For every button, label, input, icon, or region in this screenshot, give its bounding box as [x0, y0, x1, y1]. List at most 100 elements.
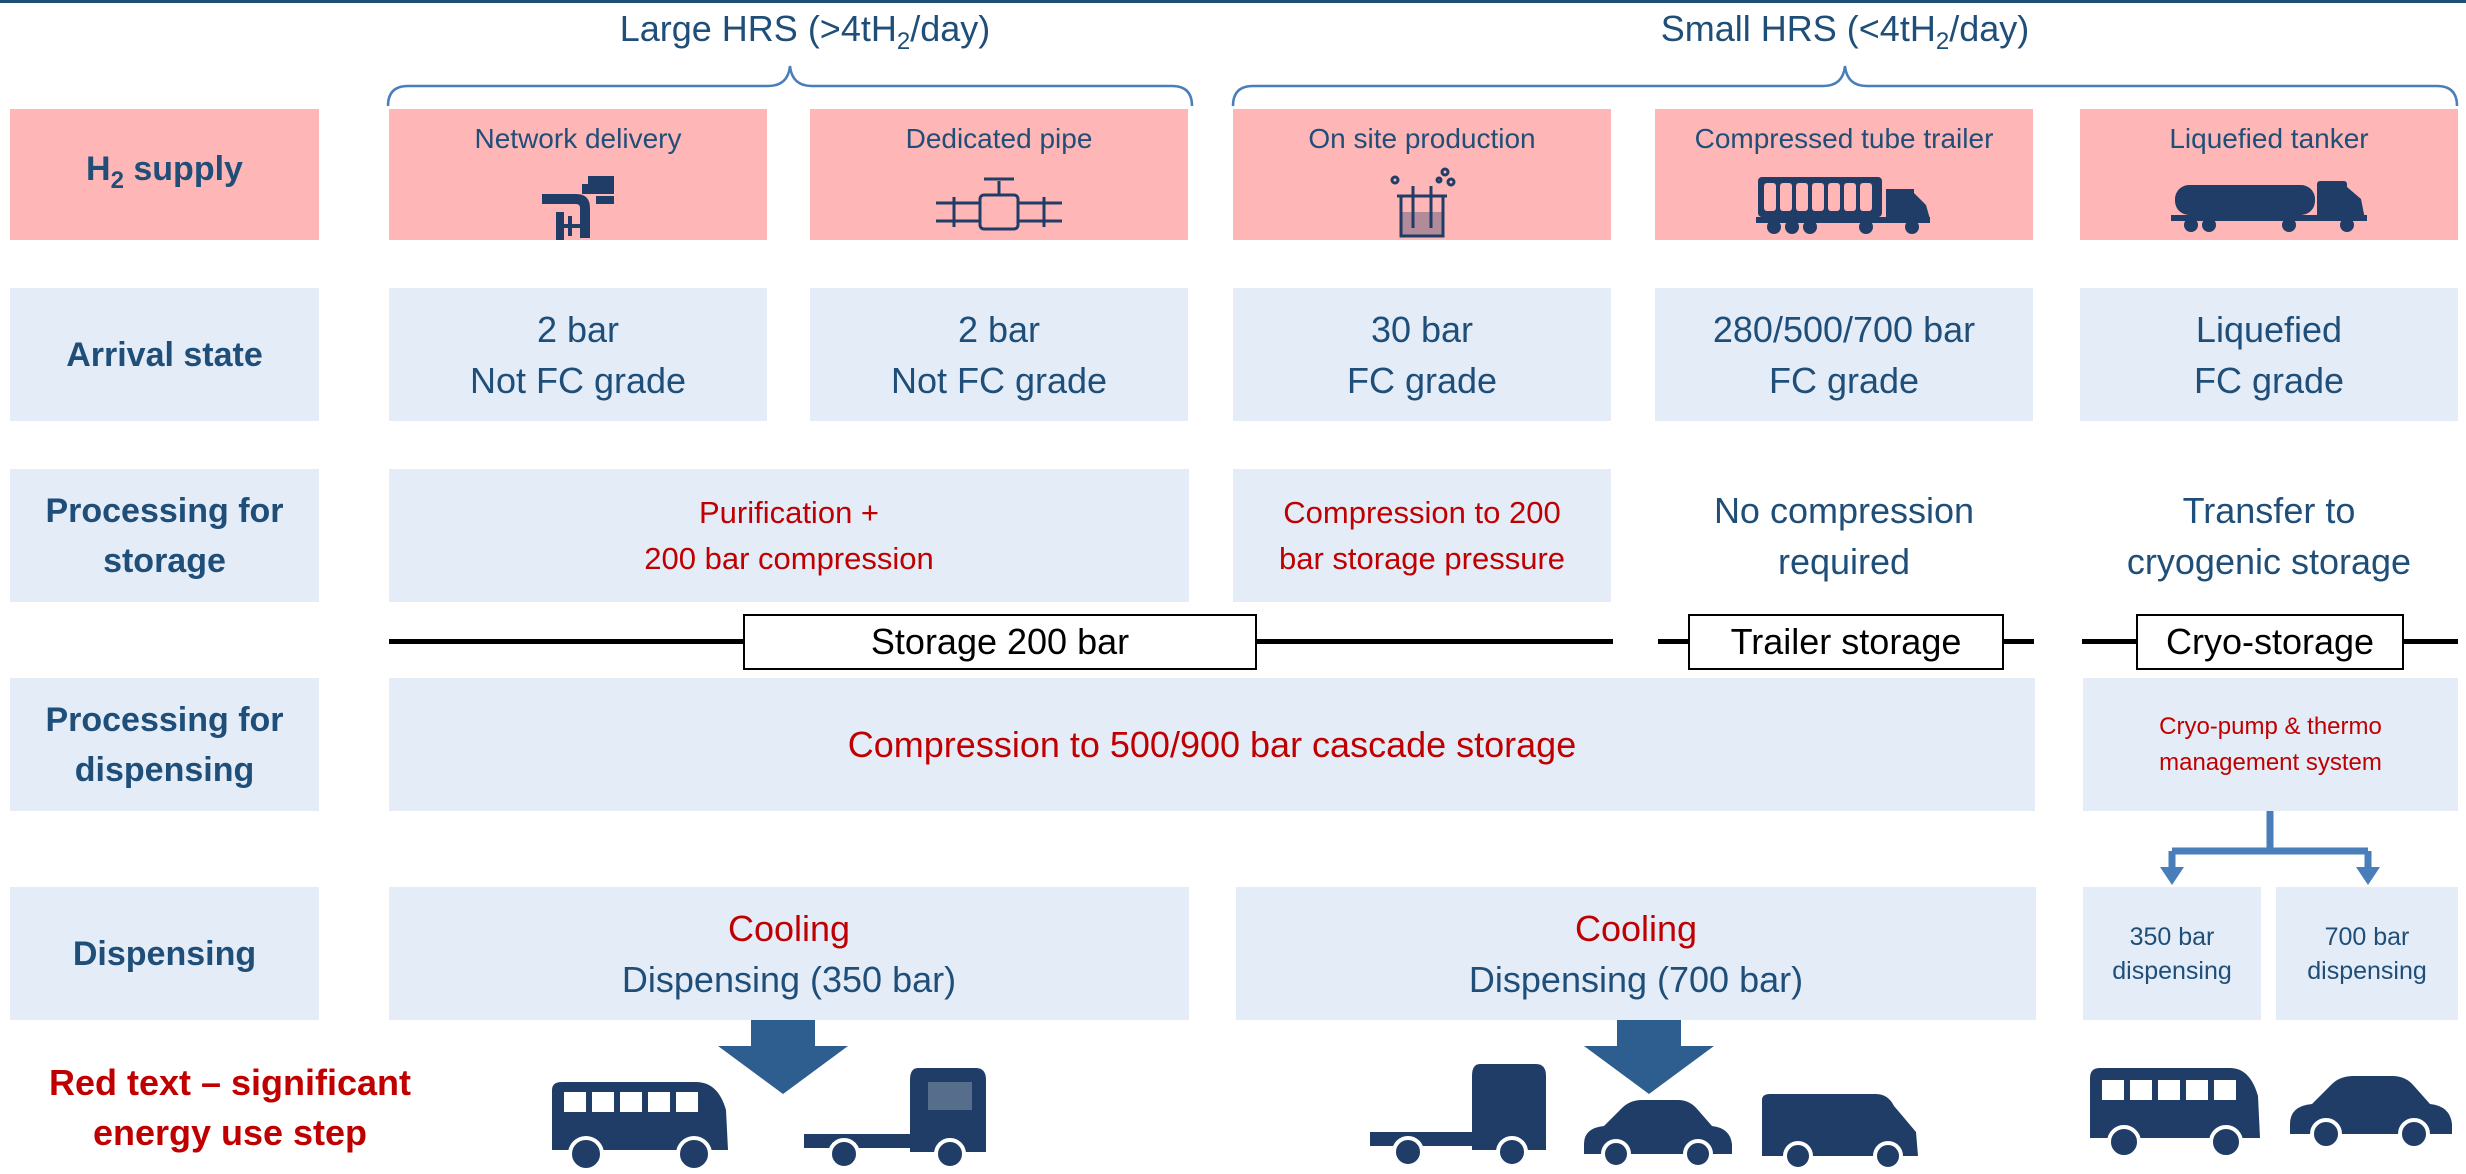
top-rule [0, 0, 2466, 3]
dispensing-large-line1: Cooling [727, 907, 851, 949]
arrival-tanker-line2: FC grade [2193, 359, 2345, 401]
proc-dispensing-cryo-line1: Cryo-pump & thermo [2159, 712, 2382, 740]
proc-storage-liquid-line2: cryogenic storage [2126, 540, 2412, 582]
storage-200-bar-label: Storage 200 bar [870, 621, 1130, 662]
split-arrow-icon [2160, 811, 2380, 885]
arrival-network-line1: 2 bar [536, 308, 620, 350]
trailer-storage-label: Trailer storage [1730, 621, 1962, 662]
dispensing-small-line1: Cooling [1574, 907, 1698, 949]
arrival-pipe-line1: 2 bar [957, 308, 1041, 350]
proc-storage-onsite-line2: bar storage pressure [1278, 540, 1566, 576]
dispensing-small-line2: Dispensing (700 bar) [1468, 958, 1804, 1000]
supply-trailer-label: Compressed tube trailer [1694, 123, 1994, 154]
arrival-pipe: 2 bar Not FC grade [810, 288, 1188, 421]
supply-tanker-label: Liquefied tanker [2169, 123, 2369, 154]
supply-network-label: Network delivery [474, 123, 682, 154]
proc-storage-large-line1: Purification + [698, 494, 880, 530]
row-label-dispensing: Dispensing [10, 887, 319, 1020]
proc-storage-trailer-line1: No compression [1713, 489, 1975, 531]
arrival-trailer-line2: FC grade [1768, 359, 1920, 401]
h2-post: supply [123, 149, 243, 188]
arrival-trailer: 280/500/700 bar FC grade [1655, 288, 2033, 421]
van-icon [1762, 1094, 1918, 1171]
brace-small-hrs [1231, 65, 2459, 107]
dispensing-cryo-350-line2: dispensing [2112, 956, 2232, 985]
row-label-proc-storage-line2: storage [103, 541, 226, 580]
proc-storage-liquid-line1: Transfer to [2182, 489, 2356, 531]
proc-storage-large: Purification + 200 bar compression [389, 469, 1189, 602]
dispensing-cryo-350-line1: 350 bar [2129, 922, 2215, 951]
header-large-hrs-post: /day) [910, 8, 991, 49]
legend-line1: Red text – significant [48, 1062, 412, 1103]
arrival-trailer-line1: 280/500/700 bar [1712, 308, 1976, 350]
h2-sub: 2 [110, 166, 124, 194]
dispensing-cryo-700-line1: 700 bar [2324, 922, 2410, 951]
arrival-tanker-line1: Liquefied [2195, 308, 2343, 350]
header-small-hrs-sub: 2 [1935, 28, 1950, 56]
dispensing-cryo-350: 350 bar dispensing [2083, 887, 2261, 1020]
header-large-hrs-pre: Large HRS (>4tH [619, 8, 897, 49]
arrival-onsite-line1: 30 bar [1370, 308, 1474, 350]
proc-dispensing-main: Compression to 500/900 bar cascade stora… [389, 678, 2035, 811]
trailer-storage-box: Trailer storage [1688, 614, 2004, 670]
legend-red-text: Red text – significant energy use step [10, 1058, 450, 1158]
supply-on-site-production: On site production [1233, 109, 1611, 240]
header-large-hrs-sub: 2 [896, 28, 911, 56]
supply-onsite-label: On site production [1308, 123, 1536, 154]
arrival-pipe-line2: Not FC grade [890, 359, 1108, 401]
tube-trailer-icon [1655, 165, 2033, 243]
row-label-arrival-text: Arrival state [66, 335, 263, 374]
truck-tractor-icon [1370, 1064, 1546, 1168]
row-label-proc-disp-line1: Processing for [45, 700, 284, 739]
proc-dispensing-main-text: Compression to 500/900 bar cascade stora… [847, 723, 1577, 765]
arrival-network-line2: Not FC grade [469, 359, 687, 401]
header-small-hrs-post: /day) [1949, 8, 2030, 49]
down-arrow-small-icon [1584, 1020, 1714, 1094]
proc-storage-onsite: Compression to 200 bar storage pressure [1233, 469, 1611, 602]
supply-compressed-tube-trailer: Compressed tube trailer [1655, 109, 2033, 240]
supply-network-delivery: Network delivery [389, 109, 767, 240]
dispensing-cryo-700-line2: dispensing [2307, 956, 2427, 985]
header-small-hrs-pre: Small HRS (<4tH [1660, 8, 1936, 49]
proc-dispensing-cryo-line2: management system [2159, 748, 2382, 776]
supply-liquefied-tanker: Liquefied tanker [2080, 109, 2458, 240]
row-label-h2-supply-text: H2 supply [86, 144, 243, 206]
down-arrow-large-icon [718, 1020, 848, 1094]
car-icon [1584, 1100, 1732, 1169]
arrival-onsite: 30 bar FC grade [1233, 288, 1611, 421]
proc-storage-onsite-line1: Compression to 200 [1283, 494, 1561, 530]
supply-pipe-label: Dedicated pipe [905, 123, 1093, 154]
dispensing-large-line2: Dispensing (350 bar) [621, 958, 957, 1000]
pipeline-valve-icon [810, 165, 1188, 243]
dispensing-small: Cooling Dispensing (700 bar) [1236, 887, 2036, 1020]
proc-storage-trailer: No compression required [1655, 469, 2033, 602]
row-label-proc-storage-line1: Processing for [45, 491, 284, 530]
arrival-tanker: Liquefied FC grade [2080, 288, 2458, 421]
bus-icon [552, 1082, 728, 1172]
proc-dispensing-cryo: Cryo-pump & thermo management system [2083, 678, 2458, 811]
legend-line2: energy use step [92, 1112, 368, 1153]
proc-storage-trailer-line2: required [1777, 540, 1911, 582]
tanker-truck-icon [2080, 165, 2458, 243]
storage-200-bar-box: Storage 200 bar [743, 614, 1257, 670]
car-icon [2290, 1076, 2452, 1150]
electrolyser-icon [1233, 165, 1611, 243]
header-large-hrs: Large HRS (>4tH2/day) [490, 8, 1120, 56]
bus-icon [2090, 1068, 2260, 1159]
truck-tractor-icon [804, 1068, 986, 1170]
arrival-network: 2 bar Not FC grade [389, 288, 767, 421]
row-label-proc-disp-line2: dispensing [74, 750, 255, 789]
dispensing-large: Cooling Dispensing (350 bar) [389, 887, 1189, 1020]
arrival-onsite-line2: FC grade [1346, 359, 1498, 401]
h2-pre: H [86, 149, 111, 188]
proc-storage-large-line2: 200 bar compression [644, 540, 934, 576]
row-label-arrival-state: Arrival state [10, 288, 319, 421]
row-label-dispensing-text: Dispensing [72, 934, 257, 973]
row-label-processing-dispensing: Processing for dispensing [10, 678, 319, 811]
pipe-faucet-icon [389, 165, 767, 243]
proc-storage-liquid: Transfer to cryogenic storage [2080, 469, 2458, 602]
brace-large-hrs [386, 65, 1194, 107]
row-label-h2-supply: H2 supply [10, 109, 319, 240]
dispensing-cryo-700: 700 bar dispensing [2276, 887, 2458, 1020]
cryo-storage-label: Cryo-storage [2165, 621, 2375, 662]
